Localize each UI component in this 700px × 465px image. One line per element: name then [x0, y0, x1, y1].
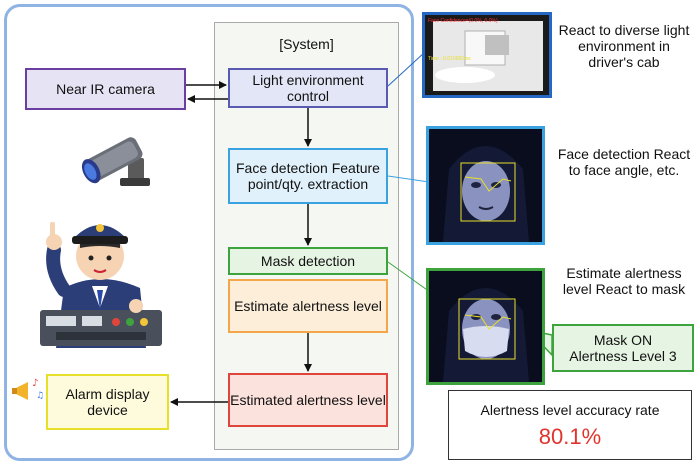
photo-overlay-confidence: Face Confidence=(0.0%, 0.0%)	[428, 18, 498, 24]
security-camera-icon	[81, 137, 150, 186]
accuracy-value: 80.1%	[538, 424, 602, 449]
alertness-description: Estimate alertness level React to mask	[562, 265, 686, 297]
estimated-alertness-box: Estimated alertness level	[228, 373, 388, 427]
near-ir-camera-box: Near IR camera	[25, 68, 186, 110]
accuracy-box	[448, 390, 692, 460]
leader-mask-to-photo	[387, 261, 431, 293]
mask-on-callout: Mask ON Alertness Level 3	[552, 324, 694, 372]
alarm-display-box: Alarm display device	[46, 374, 169, 430]
leader-face-to-photo	[387, 175, 430, 183]
svg-text:♫: ♫	[36, 391, 44, 401]
train-operator-icon	[40, 222, 162, 348]
photo-overlay-time: Time : 0.010682ms	[428, 56, 471, 62]
light-environment-photo	[422, 12, 552, 98]
accuracy-title: Alertness level accuracy rate	[480, 402, 660, 418]
alarm-horn-icon: ♪ ♫	[12, 378, 44, 401]
mask-detection-photo	[426, 268, 545, 385]
callout-line-1: Mask ON	[593, 332, 653, 348]
system-title: [System]	[279, 36, 334, 52]
face-detection-photo	[426, 126, 545, 245]
face-detection-description: Face detection React to face angle, etc.	[557, 146, 691, 178]
light-environment-control-box: Light environment control	[228, 68, 388, 108]
light-environment-description: React to diverse light environment in dr…	[558, 22, 690, 70]
estimate-alertness-box: Estimate alertness level	[228, 279, 388, 333]
mask-detection-box: Mask detection	[228, 247, 388, 275]
face-detection-box: Face detection Feature point/qty. extrac…	[228, 148, 388, 204]
leader-light-to-photo	[387, 51, 426, 87]
svg-text:♪: ♪	[32, 378, 38, 389]
callout-line-2: Alertness Level 3	[569, 348, 677, 364]
